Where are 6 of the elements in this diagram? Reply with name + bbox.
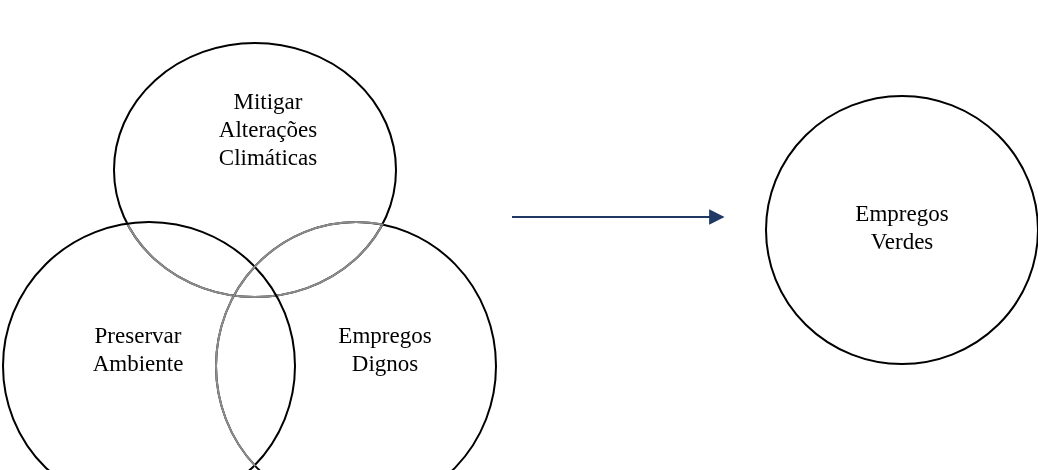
arrow bbox=[512, 209, 725, 225]
circle-label: Mitigar Alterações Climáticas bbox=[217, 88, 319, 172]
circle-label: Empregos Verdes bbox=[854, 200, 950, 256]
circle-label: Empregos Dignos bbox=[337, 322, 433, 378]
circle bbox=[113, 42, 397, 298]
circle-label: Preservar Ambiente bbox=[91, 322, 185, 378]
